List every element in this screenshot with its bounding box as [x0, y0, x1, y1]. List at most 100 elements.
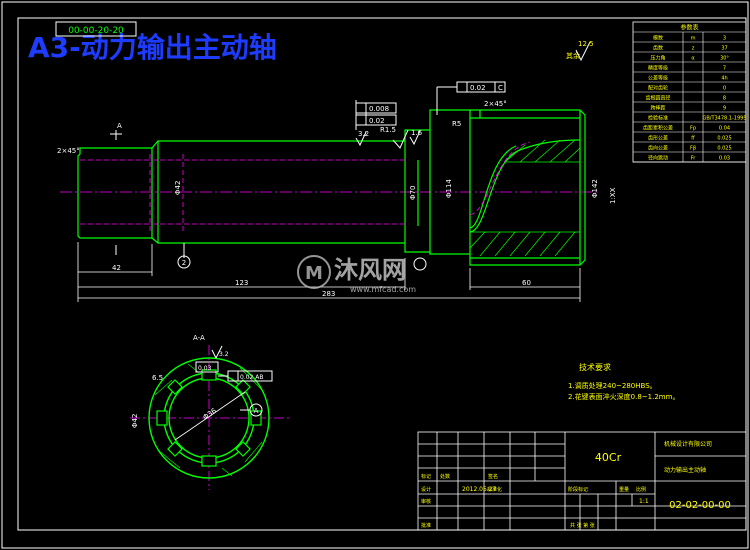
param-table-cell: 径向跳动 — [648, 155, 668, 162]
param-table-cell: 齿数 — [653, 45, 663, 52]
param-table-cell: 8 — [723, 96, 726, 102]
tolerance-frame-top — [355, 81, 506, 130]
tb-sign: 签名 — [488, 473, 498, 480]
length-dimensions — [77, 242, 581, 302]
section-tol1-text: 0.03 — [198, 365, 212, 372]
param-table-cell: Fp — [690, 126, 696, 132]
tb-drawing-no: 02-02-00-00 — [669, 500, 731, 511]
callout-2-text: 2 — [182, 259, 186, 267]
section-ref-a-text: A — [254, 407, 259, 415]
callout-circle-6 — [413, 257, 427, 271]
section-ra-text: 3.2 — [219, 351, 229, 358]
ra-16-text: 1.6 — [411, 129, 423, 137]
tb-count: 处数 — [440, 473, 450, 480]
fillet-curve — [469, 139, 581, 233]
radius-15-text: R1.5 — [380, 126, 396, 134]
section-width-text: 6.5 — [152, 374, 163, 382]
len-123-text: 123 — [235, 279, 248, 287]
notes-line1: 1.调质处理240~280HBS。 — [568, 381, 657, 390]
spline-spec-text: 1:XX — [609, 187, 617, 204]
section-cut-label-top: A — [117, 122, 122, 130]
tb-std: 标准化 — [487, 486, 502, 493]
tb-date: 2012.05.27 — [462, 486, 497, 493]
section-outer-circle — [148, 357, 270, 479]
diameter-main-text: Φ42 — [174, 181, 182, 195]
notes-line2: 2.花键表面淬火深度0.8~1.2mm。 — [568, 392, 679, 401]
tb-sheet: 共 张 第 张 — [570, 522, 595, 529]
param-table-cell: Fβ — [690, 146, 696, 152]
param-table-cell: m — [691, 36, 696, 42]
spline-teeth — [156, 369, 262, 467]
section-aa-view: A-A Φ42 Φ36 6. — [130, 334, 292, 490]
section-label: A-A — [193, 334, 205, 342]
chamfer-left-text: 2×45° — [57, 147, 80, 155]
roughness-value: 12.5 — [578, 40, 594, 48]
tb-mark: 标记 — [421, 473, 431, 480]
tb-company: 机械设计有限公司 — [664, 440, 712, 448]
tol-flat1-text: 0.008 — [369, 105, 389, 113]
radius-5-text: R5 — [452, 120, 461, 128]
param-table-cell: α — [691, 56, 695, 62]
param-table-cell: 检验标准 — [648, 115, 668, 122]
param-table-cell: 37 — [721, 46, 727, 52]
param-table-cell: 4h — [721, 76, 727, 82]
param-table-cell: 7 — [723, 66, 726, 72]
param-table-cell: 齿向公差 — [648, 145, 668, 152]
svg-text:M: M — [305, 263, 323, 284]
param-table-cell: 公差等级 — [648, 75, 668, 82]
chamfer-right-text: 2×45° — [484, 100, 507, 108]
param-table-cell: 0.03 — [719, 156, 730, 162]
tb-weight: 重量 — [619, 486, 629, 493]
ra-32-text: 3.2 — [358, 130, 369, 138]
param-table-cell: 0.04 — [719, 126, 730, 132]
watermark-url: www.mfcad.com — [350, 285, 416, 294]
tb-material: 40Cr — [595, 451, 622, 464]
shaft-left-outline — [77, 109, 471, 255]
roughness-label: 其余 — [566, 51, 580, 60]
param-table-cell: 0.025 — [717, 146, 731, 152]
internal-bore-lines — [80, 141, 531, 232]
flange-section-hatch — [469, 139, 581, 257]
callout-circle-2 — [177, 255, 191, 269]
drawing-code-box: 00-00-20-20 — [55, 21, 137, 37]
watermark: M 沐风网 www.mfcad.com — [297, 255, 416, 294]
param-table-cell: Fr — [691, 156, 697, 162]
param-table-cell: 配对齿轮 — [648, 85, 668, 92]
len-283-text: 283 — [322, 290, 335, 298]
drawing-code-text: 00-00-20-20 — [68, 26, 124, 36]
param-table-cell: 3 — [723, 36, 726, 42]
param-table-cell: ff — [691, 136, 695, 142]
section-depth-text: Φ36 — [202, 407, 219, 422]
watermark-brand: 沐风网 — [334, 256, 406, 284]
tb-ratio: 比例 — [636, 486, 646, 493]
param-table-cell: 压力角 — [650, 55, 665, 62]
param-table-cell: 齿形公差 — [648, 135, 668, 142]
technical-notes: 技术要求 1.调质处理240~280HBS。 2.花键表面淬火深度0.8~1.2… — [568, 362, 679, 401]
shaft-main-view: A 2 2×45° 2×45° Φ42 Φ70 Φ114 Φ142 1:XX R… — [57, 81, 617, 302]
diameter-spline-text: Φ114 — [445, 179, 453, 198]
roughness-general: 其余 12.5 — [566, 40, 594, 62]
param-table-cell: 9 — [723, 106, 726, 112]
param-table-cell: 齿距累积公差 — [643, 125, 673, 132]
param-table-cell: 齿根圆直径 — [645, 95, 670, 102]
flange-outline — [469, 109, 586, 266]
tol-ref-c-text: C — [498, 84, 503, 92]
len-42-text: 42 — [112, 264, 121, 272]
param-table-cell: 0 — [723, 86, 726, 92]
param-table-cell: z — [692, 46, 695, 52]
param-table-cell: 跨棒距 — [650, 105, 665, 112]
watermark-logo-icon — [297, 255, 331, 289]
diameter-shoulder-text: Φ70 — [409, 186, 417, 200]
param-table-cell: 0.025 — [717, 136, 731, 142]
section-diameter-text: Φ42 — [131, 414, 139, 428]
tb-part-name: 动力输出主动轴 — [664, 466, 706, 474]
tol-flat2-text: 0.02 — [369, 117, 385, 125]
param-table-cell: 30° — [720, 56, 729, 62]
param-table-cell: GB/T3478.1-1995 — [702, 116, 746, 122]
tb-designer: 设计 — [421, 486, 431, 493]
tol-runout-text: 0.02 — [470, 84, 486, 92]
param-table-cell: 精度等级 — [648, 65, 668, 72]
